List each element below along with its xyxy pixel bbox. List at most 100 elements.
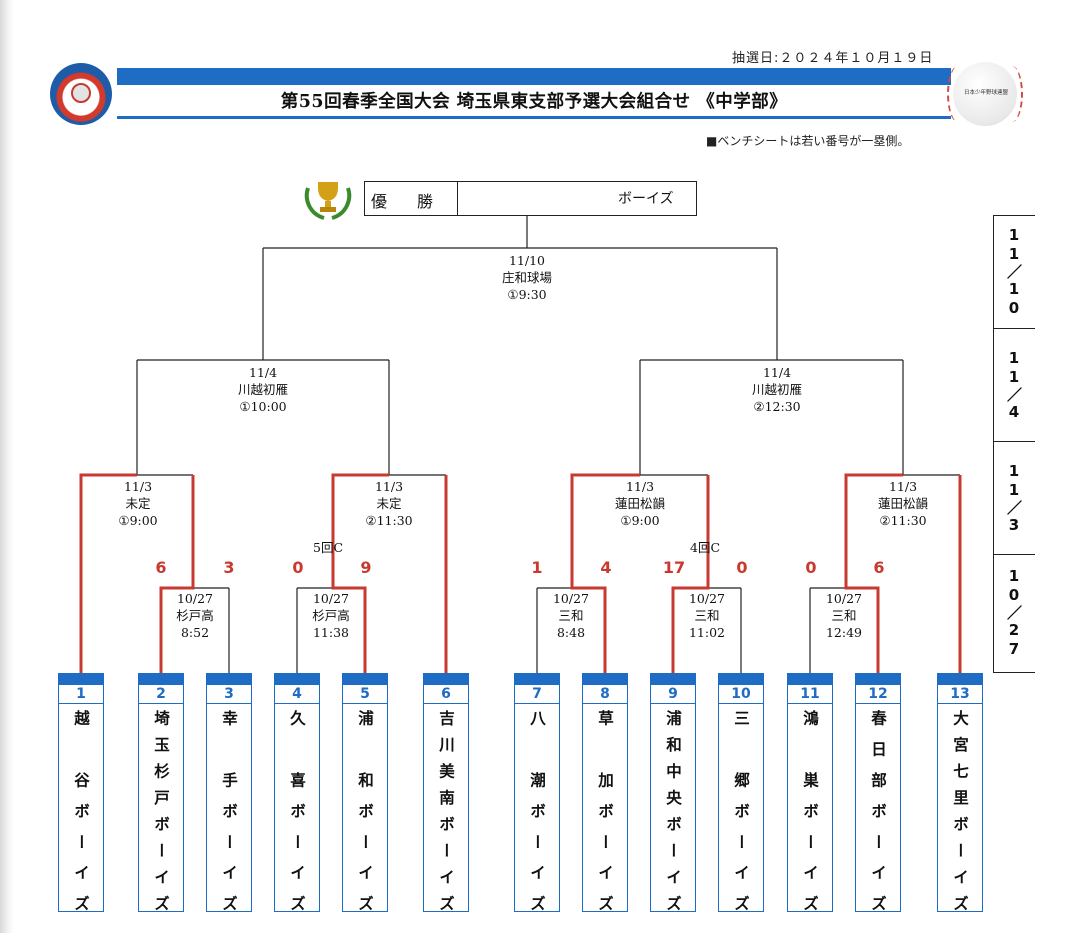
team-name: 幸 手ボーイズ xyxy=(220,710,238,912)
quarter-date: 11/3 xyxy=(123,479,153,494)
semi-2-info: 11/4 川越初雁 ②12:30 xyxy=(717,364,837,415)
first-round-date: 10/27 xyxy=(552,591,590,606)
score: 17 xyxy=(662,558,686,577)
semi-time: ①10:00 xyxy=(239,399,287,414)
quarter-time: ②11:30 xyxy=(879,513,927,528)
round-date: 11／3 xyxy=(1005,461,1023,535)
quarter-time: ②11:30 xyxy=(365,513,413,528)
first-round-time: 11:38 xyxy=(312,625,350,640)
semi-1-info: 11/4 川越初雁 ①10:00 xyxy=(203,364,323,415)
team-name: 吉川美南ボーイズ xyxy=(437,710,455,912)
team-box: 1 越 谷ボーイズ xyxy=(58,673,104,912)
first-round-venue: 三和 xyxy=(694,608,720,623)
team-box-cap xyxy=(343,674,387,685)
first-round-5-info: 10/27 三和 12:49 xyxy=(784,590,904,641)
team-name: 草 加ボーイズ xyxy=(596,710,614,912)
semi-time: ②12:30 xyxy=(753,399,801,414)
baseball-icon: 日本少年野球連盟 xyxy=(947,62,1023,126)
title-bar xyxy=(117,68,951,85)
round-dates-column: 11／10 11／4 11／3 10／27 xyxy=(993,215,1035,673)
score: 9 xyxy=(360,558,372,577)
score: 3 xyxy=(223,558,235,577)
team-box: 3 幸 手ボーイズ xyxy=(206,673,252,912)
bench-note: ■ベンチシートは若い番号が一塁側。 xyxy=(706,134,910,148)
first-round-time: 8:48 xyxy=(556,625,586,640)
first-round-time: 11:02 xyxy=(688,625,726,640)
team-name: 浦 和ボーイズ xyxy=(356,710,374,912)
ball-label: 日本少年野球連盟 xyxy=(964,90,1009,96)
team-box-cap xyxy=(856,674,900,685)
round-date-cell: 11／4 xyxy=(994,329,1035,442)
score: 4 xyxy=(600,558,612,577)
team-box-cap xyxy=(515,674,559,685)
title-underline xyxy=(117,116,951,119)
quarter-date: 11/3 xyxy=(374,479,404,494)
round-date-cell: 11／3 xyxy=(994,442,1035,555)
final-time: ①9:30 xyxy=(507,287,547,302)
ball-seam-left xyxy=(947,66,969,122)
first-round-venue: 三和 xyxy=(831,608,857,623)
team-box: 6 吉川美南ボーイズ xyxy=(423,673,469,912)
team-box-cap xyxy=(938,674,982,685)
team-box-cap xyxy=(583,674,627,685)
team-number: 12 xyxy=(856,685,900,704)
team-number: 13 xyxy=(938,685,982,704)
quarter-3-info: 11/3 蓮田松韻 ①9:00 xyxy=(580,478,700,529)
team-number: 3 xyxy=(207,685,251,704)
team-name: 久 喜ボーイズ xyxy=(288,710,306,912)
team-name: 越 谷ボーイズ xyxy=(72,710,90,912)
team-number: 4 xyxy=(275,685,319,704)
team-box: 2 埼玉杉戸ボーイズ xyxy=(138,673,184,912)
final-venue: 庄和球場 xyxy=(501,270,552,285)
quarter-time: ①9:00 xyxy=(620,513,660,528)
team-box: 13 大宮七里ボーイズ xyxy=(937,673,983,912)
score: 1 xyxy=(531,558,543,577)
team-name: 春日部ボーイズ xyxy=(869,710,887,912)
team-name: 三 郷ボーイズ xyxy=(732,710,750,912)
first-round-date: 10/27 xyxy=(312,591,350,606)
called-game-label: 5回C xyxy=(313,540,344,555)
first-round-venue: 杉戸高 xyxy=(176,608,214,623)
team-box-cap xyxy=(275,674,319,685)
team-box-cap xyxy=(59,674,103,685)
team-number: 7 xyxy=(515,685,559,704)
score: 0 xyxy=(292,558,304,577)
team-box-cap xyxy=(651,674,695,685)
team-box-cap xyxy=(139,674,183,685)
semi-venue: 川越初雁 xyxy=(751,382,802,397)
semi-date: 11/4 xyxy=(248,365,278,380)
team-box: 8 草 加ボーイズ xyxy=(582,673,628,912)
team-box: 11 鴻 巣ボーイズ xyxy=(787,673,833,912)
first-round-date: 10/27 xyxy=(176,591,214,606)
quarter-venue: 蓮田松韻 xyxy=(614,496,665,511)
page-edge-shadow xyxy=(0,0,14,933)
logo-baseball-icon xyxy=(71,83,91,103)
team-number: 1 xyxy=(59,685,103,704)
team-box-cap xyxy=(788,674,832,685)
team-box-cap xyxy=(719,674,763,685)
federation-logo-icon xyxy=(50,63,112,125)
round-date: 10／27 xyxy=(1005,567,1023,659)
first-round-venue: 杉戸高 xyxy=(312,608,350,623)
ball-seam-right xyxy=(1001,66,1023,122)
champion-box: 優勝 ボーイズ xyxy=(364,181,697,216)
quarter-1-info: 11/3 未定 ①9:00 xyxy=(78,478,198,529)
score: 0 xyxy=(805,558,817,577)
quarter-date: 11/3 xyxy=(888,479,918,494)
quarter-4-info: 11/3 蓮田松韻 ②11:30 xyxy=(843,478,963,529)
round-date-cell: 11／10 xyxy=(994,216,1035,329)
team-number: 11 xyxy=(788,685,832,704)
team-name: 埼玉杉戸ボーイズ xyxy=(152,710,170,912)
score: 0 xyxy=(736,558,748,577)
team-box: 4 久 喜ボーイズ xyxy=(274,673,320,912)
quarter-venue: 未定 xyxy=(376,496,402,511)
quarter-date: 11/3 xyxy=(625,479,655,494)
trophy-icon xyxy=(304,182,352,220)
first-round-4-info: 10/27 三和 11:02 xyxy=(647,590,767,641)
round-date-cell: 10／27 xyxy=(994,555,1035,671)
final-date: 11/10 xyxy=(508,253,546,268)
team-number: 6 xyxy=(424,685,468,704)
round-date: 11／4 xyxy=(1005,348,1023,422)
team-name: 大宮七里ボーイズ xyxy=(951,710,969,912)
